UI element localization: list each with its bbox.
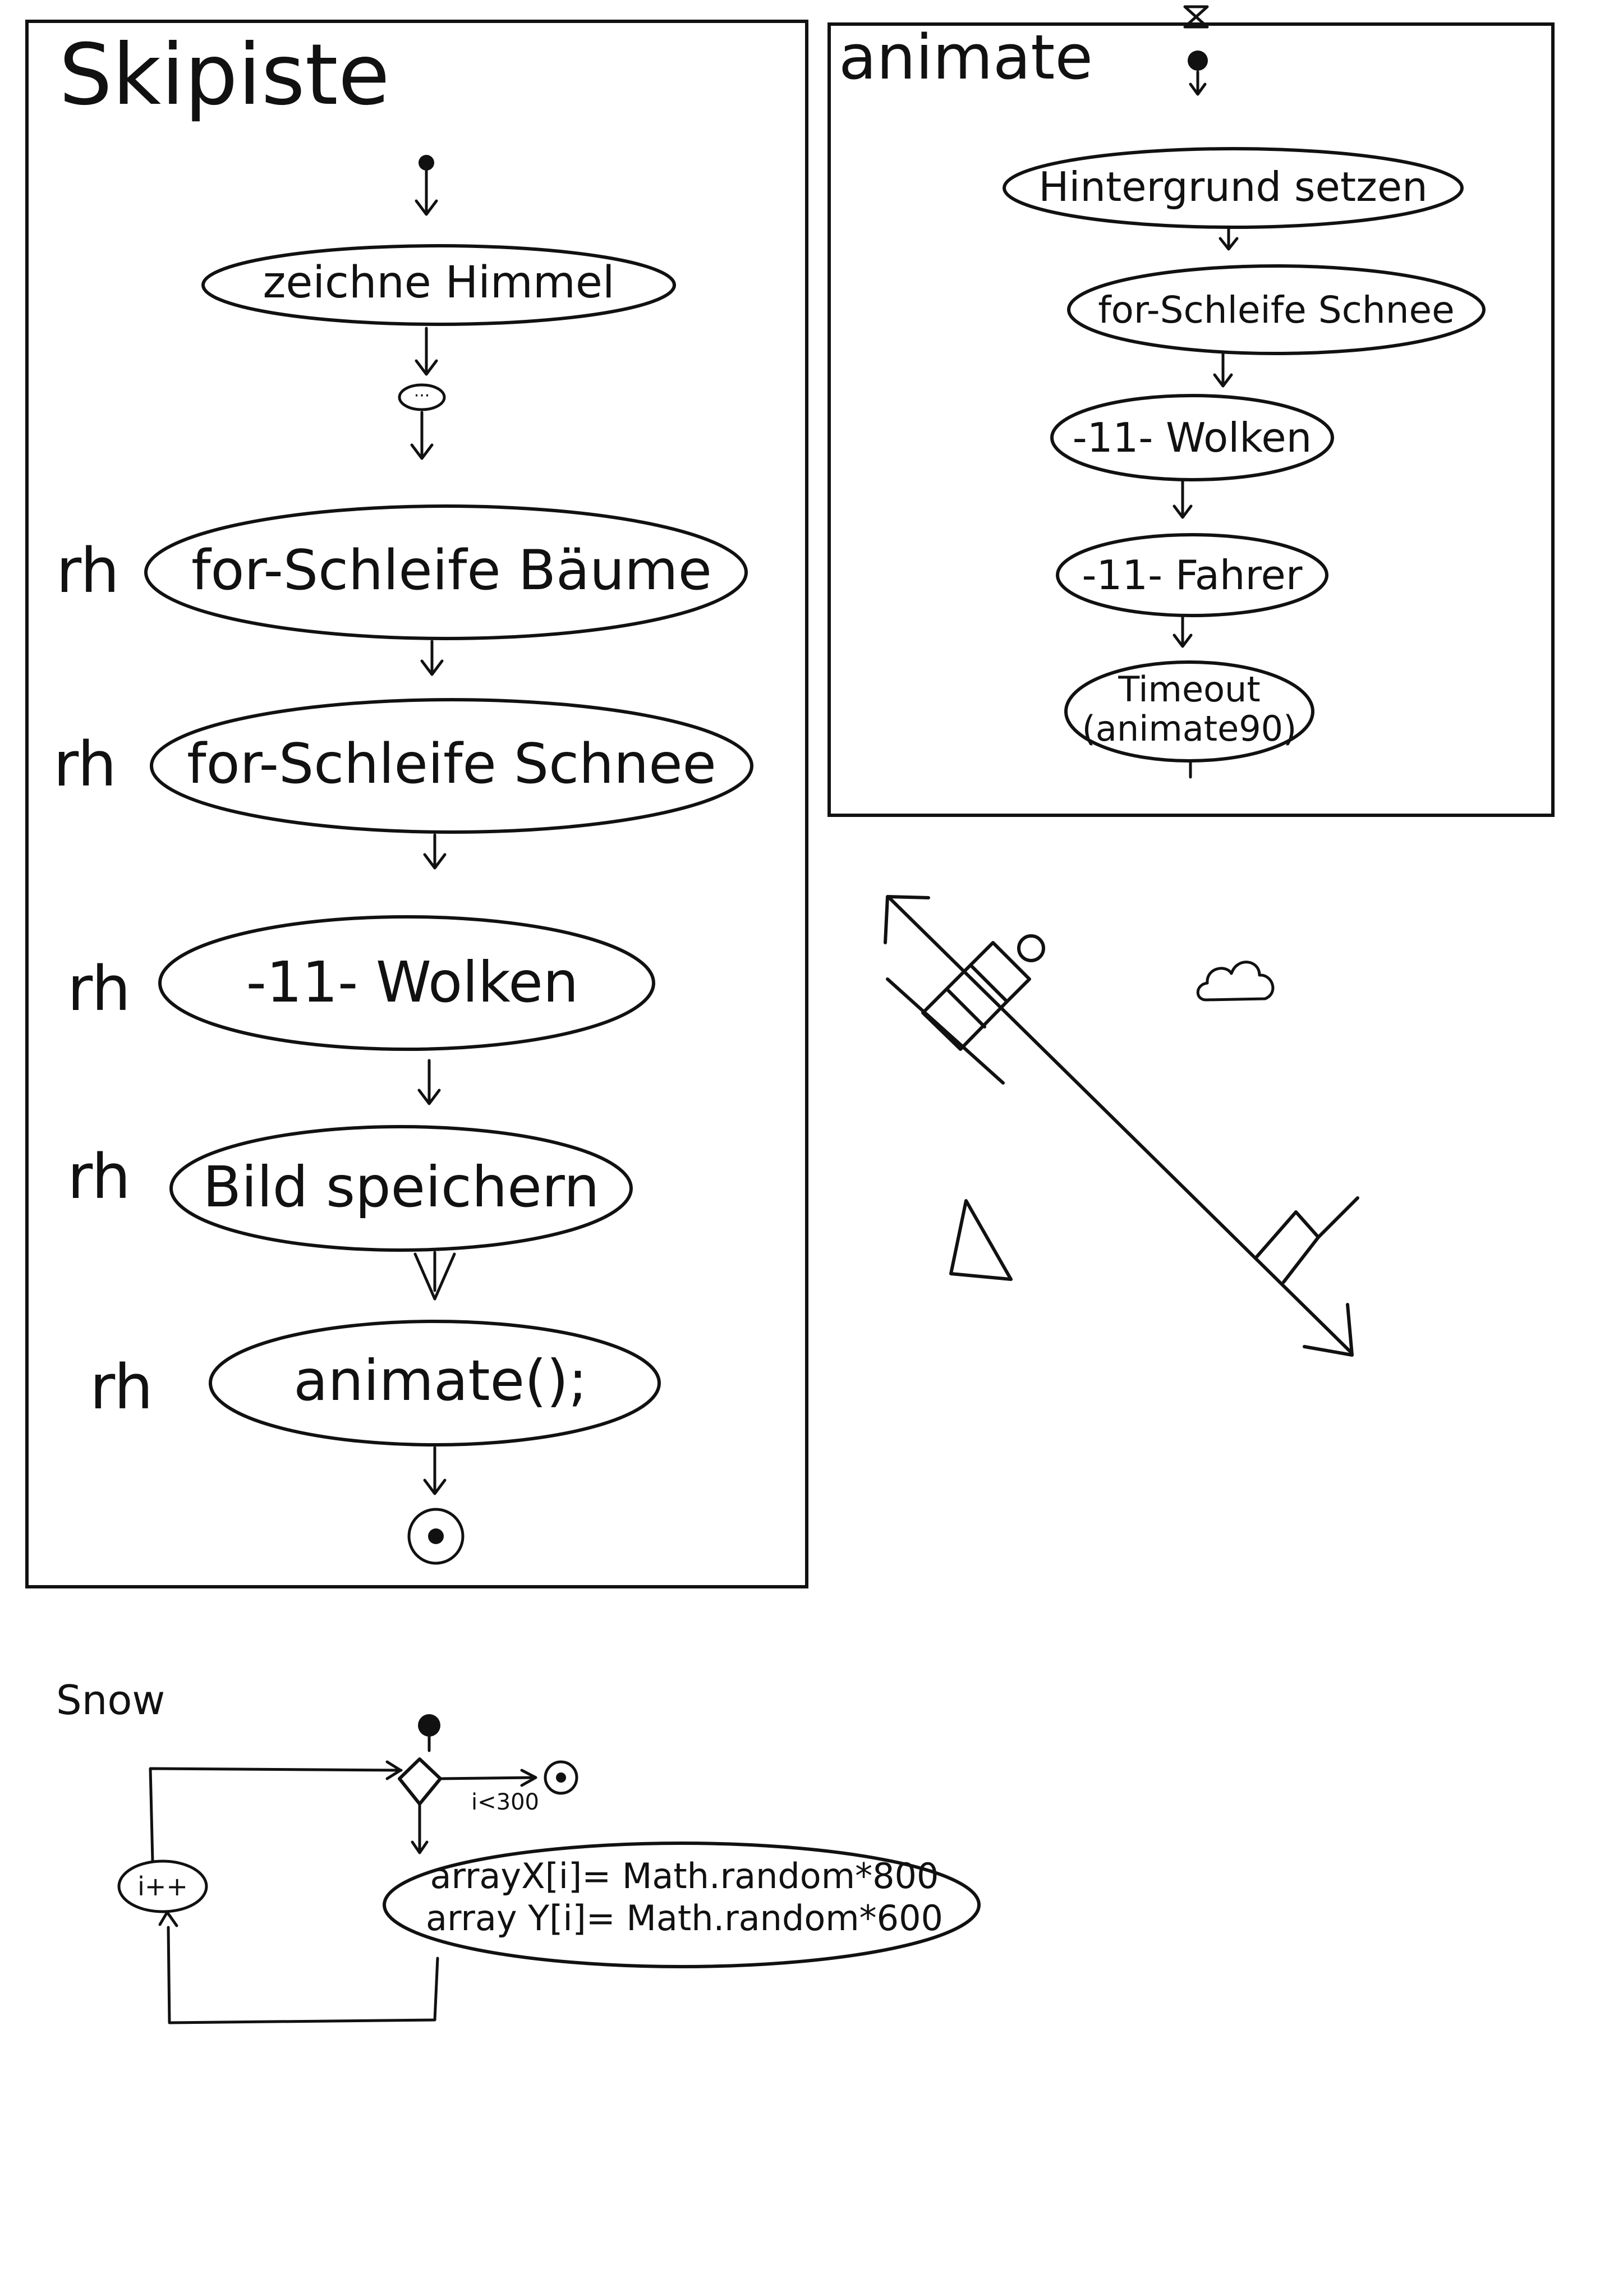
snow-increment-node xyxy=(117,1859,208,1913)
skipiste-node-for-schleife-schnee xyxy=(150,698,753,834)
snow-decision-node xyxy=(398,1757,442,1806)
tree-icon xyxy=(949,1199,1013,1281)
slope-sketch xyxy=(884,895,1359,1357)
animate-arrow-start xyxy=(1189,70,1207,96)
skipiste-title: Skipiste xyxy=(59,26,390,124)
snow-increment-label: i++ xyxy=(137,1871,188,1902)
skipiste-arrow-2 xyxy=(410,411,434,460)
snow-loop-line xyxy=(167,1926,439,2024)
animate-node-wolken xyxy=(1050,394,1334,481)
cloud-icon xyxy=(1196,961,1275,1002)
skipiste-start-node xyxy=(419,155,434,171)
skipiste-end-node-ring xyxy=(407,1508,465,1565)
snow-arrow-exit xyxy=(439,1769,537,1787)
animate-node-fahrer xyxy=(1056,533,1328,617)
animate-node-hintergrund-setzen xyxy=(1003,147,1464,229)
skier-ski-icon xyxy=(886,977,1005,1085)
skipiste-side-mark-4: rh xyxy=(67,1141,131,1213)
finish-flag-icon xyxy=(1255,1196,1359,1284)
animate-arrow-2 xyxy=(1213,352,1233,388)
skipiste-node-animate-call xyxy=(209,1320,661,1447)
skipiste-collapsed-node-dots: ··· xyxy=(414,386,430,406)
skipiste-arrow-6 xyxy=(413,1251,456,1301)
snow-guard-label: i<300 xyxy=(471,1789,539,1815)
snow-loop-top-line xyxy=(149,1767,403,1863)
animate-start-node xyxy=(1188,50,1208,71)
skipiste-node-bild-speichern-label: Bild speichern xyxy=(203,1154,600,1220)
skipiste-node-for-schleife-schnee-label: for-Schleife Schnee xyxy=(187,732,716,796)
skier-head-icon xyxy=(1017,934,1045,962)
skier-body-icon xyxy=(921,941,1031,1051)
snow-loop-arrow-up xyxy=(158,1911,178,1927)
skipiste-side-mark-1: rh xyxy=(56,535,119,607)
animate-node-for-schleife-schnee-label: for-Schleife Schnee xyxy=(1098,288,1455,332)
skipiste-node-animate-call-label: animate(); xyxy=(293,1348,587,1413)
animate-node-hintergrund-setzen-label: Hintergrund setzen xyxy=(1038,163,1428,210)
animate-node-timeout-line2: (animate90) xyxy=(1082,708,1297,749)
snow-panel: Snow i<300 arrayX[i]= Math.random*800 ar… xyxy=(56,1677,981,2024)
animate-node-wolken-label: -11- Wolken xyxy=(1073,414,1312,461)
animate-node-for-schleife-schnee xyxy=(1067,264,1486,355)
skipiste-arrow-7 xyxy=(423,1446,447,1495)
slope-line-icon xyxy=(888,896,1353,1354)
animate-arrow-4 xyxy=(1173,614,1193,648)
hourglass-icon xyxy=(1183,5,1209,29)
animate-title: animate xyxy=(839,21,1093,93)
skipiste-arrow-5 xyxy=(417,1059,441,1105)
skipiste-node-for-schleife-baeume xyxy=(144,504,748,640)
skipiste-side-mark-2: rh xyxy=(53,728,117,800)
skipiste-frame xyxy=(25,20,808,1588)
animate-frame xyxy=(827,22,1555,817)
slope-arrowhead-top-icon xyxy=(884,895,930,944)
skipiste-node-wolken-label: -11- Wolken xyxy=(246,949,578,1015)
skipiste-node-wolken xyxy=(158,915,655,1051)
skipiste-arrow-1 xyxy=(415,327,438,376)
slope-arrowhead-bottom-icon xyxy=(1303,1303,1354,1357)
skipiste-end-node-dot xyxy=(428,1528,444,1544)
skipiste-arrow-4 xyxy=(423,833,447,870)
snow-action-line2: array Y[i]= Math.random*600 xyxy=(426,1898,943,1939)
skipiste-node-bild-speichern xyxy=(169,1125,633,1252)
skipiste-node-for-schleife-baeume-label: for-Schleife Bäume xyxy=(191,539,712,603)
snow-action-line1: arrayX[i]= Math.random*800 xyxy=(430,1856,939,1897)
snow-start-node xyxy=(418,1714,440,1737)
snow-title: Snow xyxy=(56,1677,165,1724)
snow-loop-arrow-right xyxy=(385,1760,402,1780)
skipiste-node-zeichne-himmel-label: zeichne Himmel xyxy=(263,258,614,308)
animate-arrow-1 xyxy=(1219,226,1239,251)
animate-panel: animate Hintergrund setzen for-Schleife … xyxy=(827,5,1555,817)
animate-arrow-3 xyxy=(1173,478,1193,519)
snow-end-node-dot xyxy=(556,1772,566,1783)
snow-action-node xyxy=(383,1842,981,1968)
skipiste-collapsed-node xyxy=(398,383,446,411)
skipiste-arrow-3 xyxy=(420,640,444,676)
skipiste-panel: Skipiste zeichne Himmel ··· rh for-Schle… xyxy=(25,20,808,1588)
snow-arrow-action xyxy=(411,1802,429,1854)
skipiste-side-mark-3: rh xyxy=(67,953,131,1025)
animate-node-timeout-line1: Timeout xyxy=(1118,669,1260,710)
skipiste-side-mark-5: rh xyxy=(90,1351,153,1423)
skipiste-arrow-start xyxy=(415,169,438,216)
animate-node-fahrer-label: -11- Fahrer xyxy=(1082,552,1303,599)
snow-end-node-ring xyxy=(544,1760,578,1795)
skipiste-node-zeichne-himmel xyxy=(201,244,676,326)
